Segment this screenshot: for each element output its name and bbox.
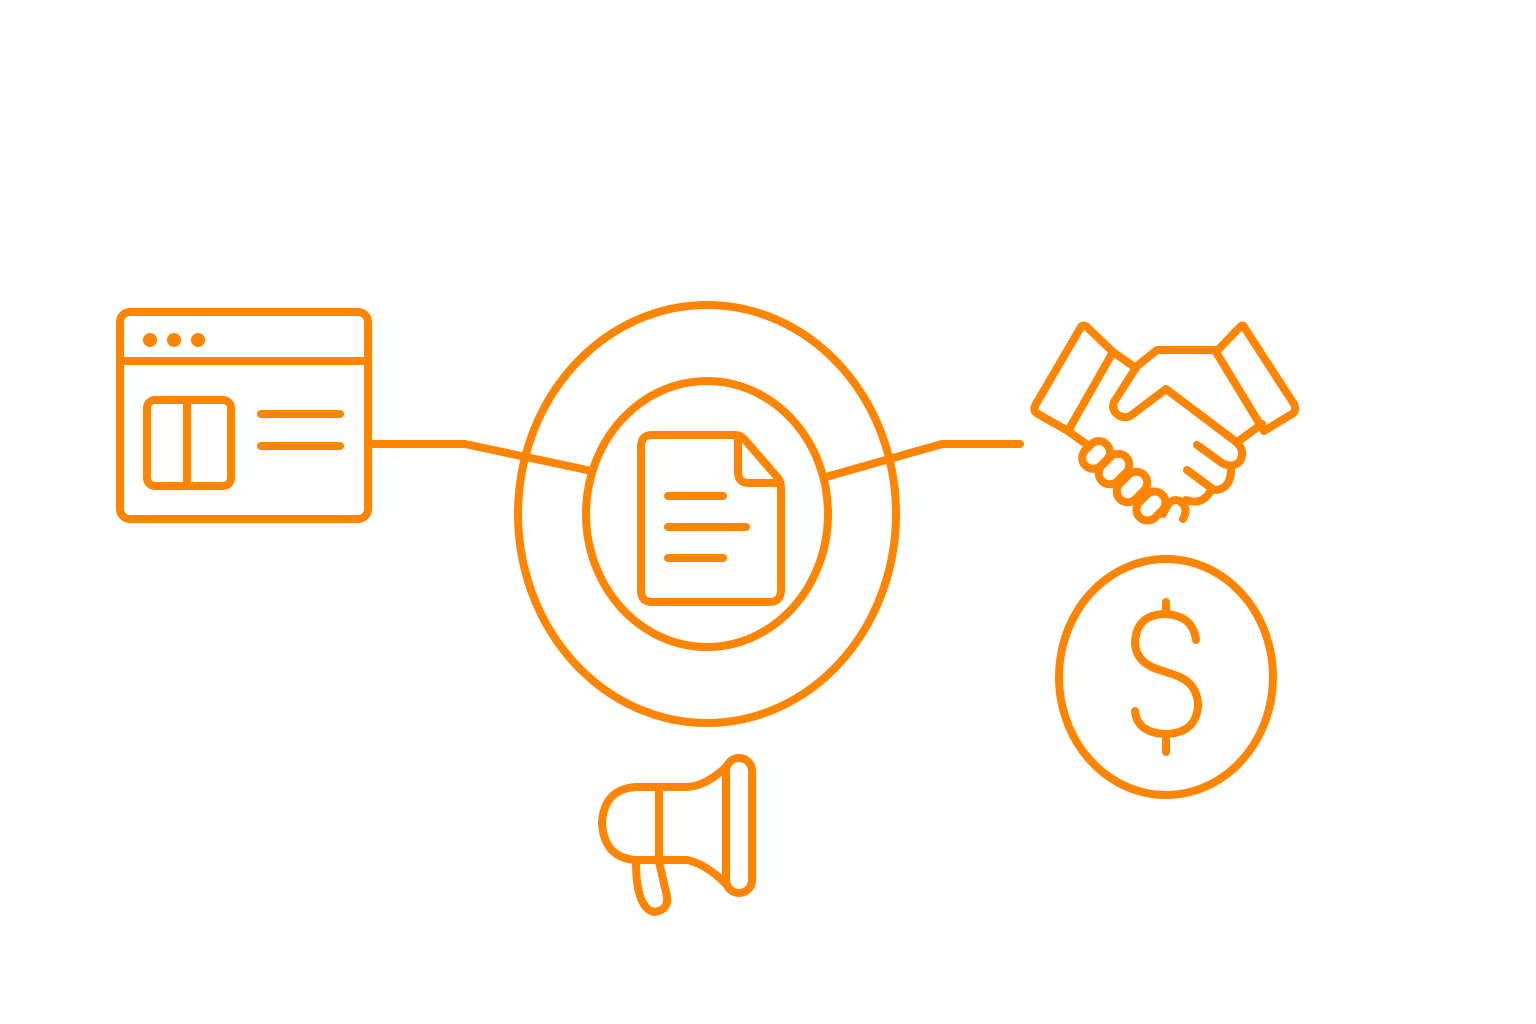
document-icon (637, 431, 785, 606)
outer-ring (514, 301, 900, 727)
connector-right (822, 440, 1024, 481)
target-rings-icon (514, 301, 900, 727)
connectors (364, 440, 1024, 481)
browser-window-icon (116, 308, 372, 523)
connector-left (364, 440, 591, 474)
handshake-icon (1030, 321, 1300, 525)
megaphone-icon (598, 754, 756, 916)
inner-ring (582, 377, 832, 651)
dollar-coin-icon: $ (1055, 555, 1277, 799)
